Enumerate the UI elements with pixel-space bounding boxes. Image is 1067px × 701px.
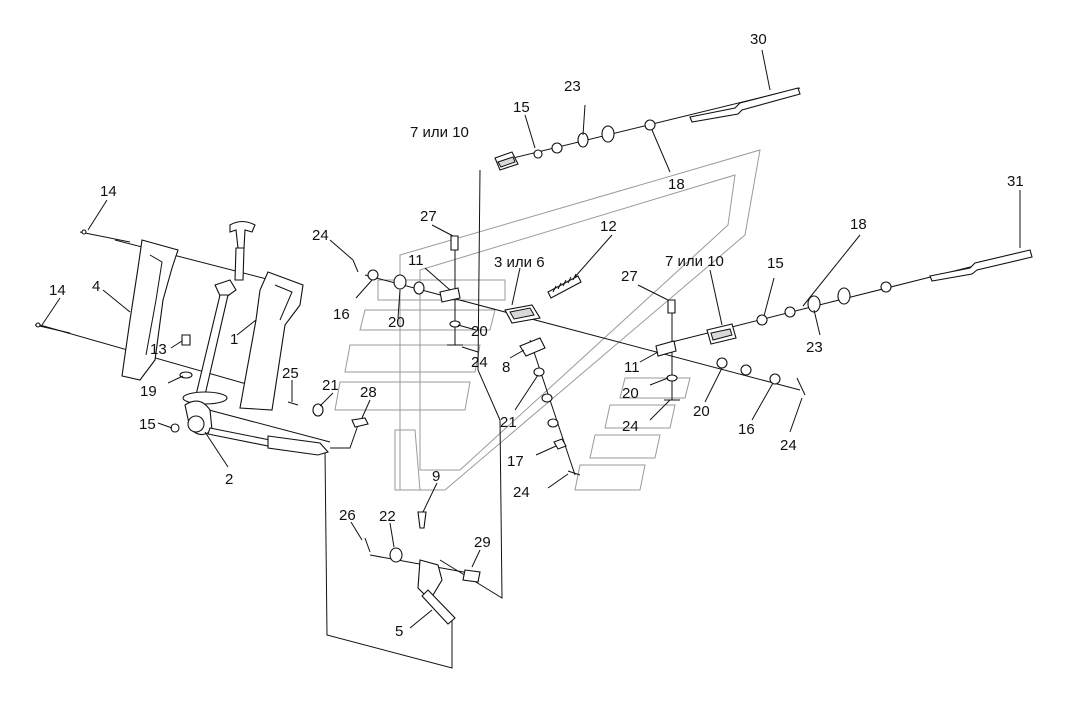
- lever-11-left: [439, 235, 463, 346]
- label-31: 31: [1007, 173, 1024, 190]
- label-24-right: 24: [780, 437, 797, 454]
- label-2: 2: [225, 471, 233, 488]
- plate-8: [519, 337, 546, 357]
- label-22: 22: [379, 508, 396, 525]
- label-7-or-10-right: 7 или 10: [665, 253, 724, 270]
- label-25: 25: [282, 365, 299, 382]
- label-15-left: 15: [139, 416, 156, 433]
- label-18-right: 18: [850, 216, 867, 233]
- label-24-right-center: 24: [622, 418, 639, 435]
- spring-12: [547, 273, 582, 299]
- nuts-washers-left: [352, 259, 806, 396]
- label-11-left: 11: [408, 252, 424, 269]
- clevis-right: [706, 323, 737, 345]
- label-24-lower: 24: [513, 484, 530, 501]
- label-24-upper-left: 24: [312, 227, 329, 244]
- cover-4: [121, 239, 179, 381]
- label-13: 13: [150, 341, 167, 358]
- nuts-washers-right: [756, 281, 892, 326]
- label-18-upper: 18: [668, 176, 685, 193]
- label-14-lower: 14: [49, 282, 66, 299]
- label-4: 4: [92, 278, 100, 295]
- gear-lever-assembly: [170, 220, 329, 456]
- label-29: 29: [474, 534, 491, 551]
- label-5: 5: [395, 623, 403, 640]
- lever-5-assembly: [364, 511, 481, 625]
- label-30: 30: [750, 31, 767, 48]
- pins-14: [34, 229, 131, 334]
- label-14-upper: 14: [100, 183, 117, 200]
- label-26: 26: [339, 507, 356, 524]
- clevis-upper: [494, 151, 519, 171]
- label-16-left: 16: [333, 306, 350, 323]
- rod-31: [929, 249, 1033, 282]
- label-17: 17: [507, 453, 524, 470]
- label-8: 8: [502, 359, 510, 376]
- label-20-right-upper: 20: [622, 385, 639, 402]
- label-20-left: 20: [388, 314, 405, 331]
- label-7-or-10-upper: 7 или 10: [410, 124, 469, 141]
- lever-11-right: [655, 299, 680, 401]
- label-16-right: 16: [738, 421, 755, 438]
- cover-1: [239, 271, 304, 411]
- label-20-center: 20: [471, 323, 488, 340]
- label-9: 9: [432, 468, 440, 485]
- label-27-left: 27: [420, 208, 437, 225]
- callout-labels: 30 23 15 7 или 10 18 31 18 27 12 24 11 3…: [49, 31, 1024, 640]
- leader-lines: [41, 49, 1021, 629]
- bracket-3: [504, 304, 541, 324]
- nuts-washers-upper: [533, 119, 656, 159]
- rod-30: [689, 87, 801, 123]
- label-11-right: 11: [624, 359, 640, 376]
- small-parts-left-lower: [287, 401, 369, 428]
- label-19: 19: [140, 383, 157, 400]
- small-parts-center: [533, 367, 581, 476]
- label-28: 28: [360, 384, 377, 401]
- label-15-upper: 15: [513, 99, 530, 116]
- label-23-upper: 23: [564, 78, 581, 95]
- label-12: 12: [600, 218, 617, 235]
- label-1: 1: [230, 331, 238, 348]
- label-3-or-6: 3 или 6: [494, 254, 545, 271]
- label-21-left: 21: [322, 377, 339, 394]
- label-15-right: 15: [767, 255, 784, 272]
- label-24-center: 24: [471, 354, 488, 371]
- label-21-center: 21: [500, 414, 517, 431]
- label-27-right: 27: [621, 268, 638, 285]
- label-23-right: 23: [806, 339, 823, 356]
- label-20-right-lower: 20: [693, 403, 710, 420]
